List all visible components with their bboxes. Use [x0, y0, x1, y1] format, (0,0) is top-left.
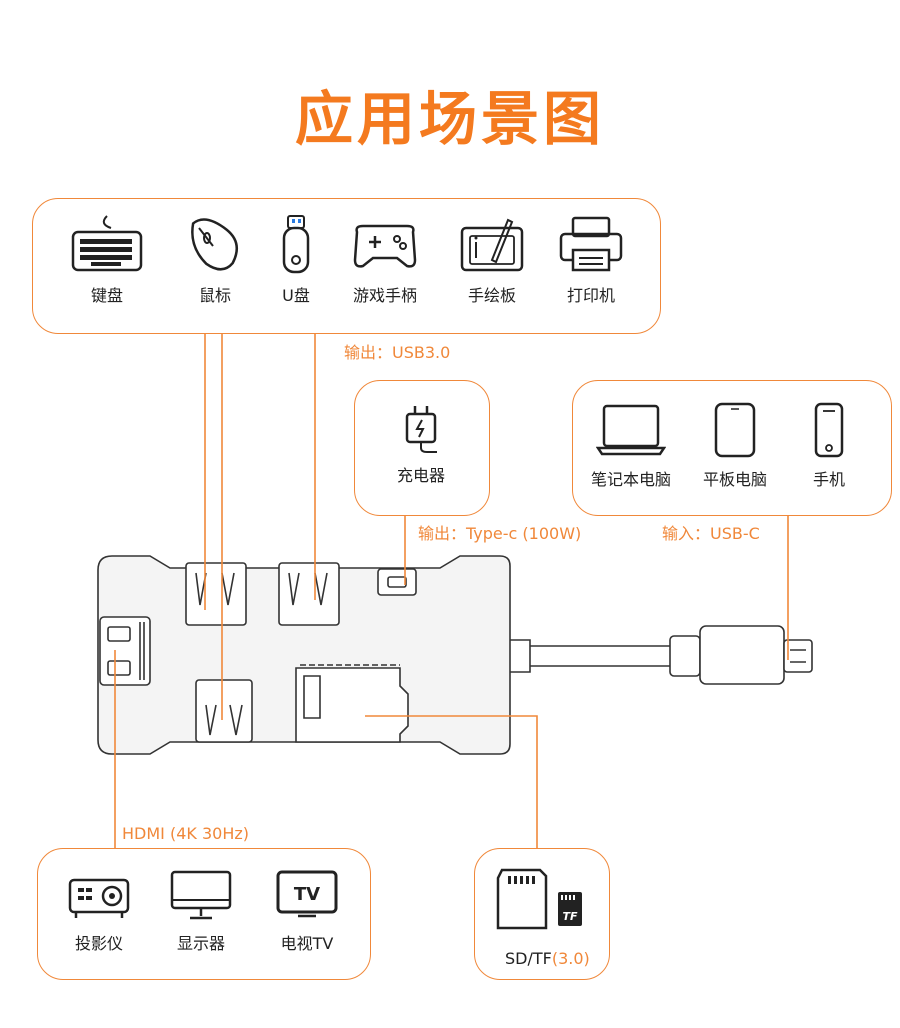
keyboard-icon: [71, 215, 143, 272]
mouse-icon: [191, 218, 239, 271]
laptop-icon: [596, 404, 666, 456]
usb-drive-icon: [282, 215, 310, 274]
device-label: 键盘: [90, 286, 123, 305]
device-label: 显示器: [176, 934, 225, 953]
tablet-icon: [714, 402, 756, 458]
device-phone: 手机: [774, 400, 884, 490]
usbc-input-label: 输入：USB-C: [662, 524, 760, 543]
monitor-icon: [170, 870, 232, 920]
card-label: SD/TF(3.0): [505, 949, 590, 968]
card-label-main: SD/TF: [505, 949, 552, 968]
device-label: U盘: [282, 286, 310, 305]
sd-card-icon: [496, 868, 548, 930]
gamepad-icon: [353, 224, 417, 268]
device-label: 鼠标: [198, 286, 231, 305]
device-label: 游戏手柄: [352, 286, 417, 305]
usb-output-label: 输出：USB3.0: [344, 343, 451, 362]
svg-text:TV: TV: [294, 884, 320, 905]
hdmi-label: HDMI (4K 30Hz): [122, 824, 249, 843]
page-title: 应用场景图: [294, 85, 605, 153]
tf-text: TF: [562, 910, 578, 923]
display-panel: [37, 848, 371, 980]
device-laptop: 笔记本电脑: [576, 400, 686, 490]
tf-card-icon: TF: [558, 892, 582, 926]
device-drawing-tablet: 手绘板: [437, 212, 547, 306]
device-label: 手机: [812, 470, 845, 489]
device-usb-drive: U盘: [241, 212, 351, 306]
device-printer: 打印机: [536, 212, 646, 306]
device-mouse: 鼠标: [160, 212, 270, 306]
device-label: 笔记本电脑: [590, 470, 671, 489]
device-monitor: 显示器: [146, 866, 256, 954]
device-label: 打印机: [566, 286, 615, 305]
device-label: 电视TV: [280, 934, 334, 953]
connection-lines: [114, 333, 789, 852]
device-tablet: 平板电脑: [680, 400, 790, 490]
device-label: 充电器: [396, 466, 445, 485]
usb-hub-illustration: [97, 555, 813, 755]
phone-icon: [814, 402, 844, 458]
projector-icon: [68, 878, 130, 918]
typec-output-label: 输出：Type-c (100W): [418, 524, 582, 543]
charger-icon: [405, 406, 437, 453]
tv-icon: TV: [276, 870, 338, 918]
device-gamepad: 游戏手柄: [330, 212, 440, 306]
drawing-tablet-icon: [460, 218, 524, 272]
device-label: 手绘板: [467, 286, 516, 305]
printer-icon: [559, 216, 623, 272]
device-keyboard: 键盘: [52, 212, 162, 306]
device-tv: TV 电视TV: [252, 866, 362, 954]
device-label: 投影仪: [74, 934, 123, 953]
peripherals-panel: [32, 198, 661, 334]
device-projector: 投影仪: [44, 866, 154, 954]
card-panel: [474, 848, 610, 980]
card-label-suffix: (3.0): [551, 949, 590, 968]
card-icons: TF: [496, 868, 582, 930]
device-charger: 充电器: [366, 402, 476, 486]
device-label: 平板电脑: [702, 470, 767, 489]
